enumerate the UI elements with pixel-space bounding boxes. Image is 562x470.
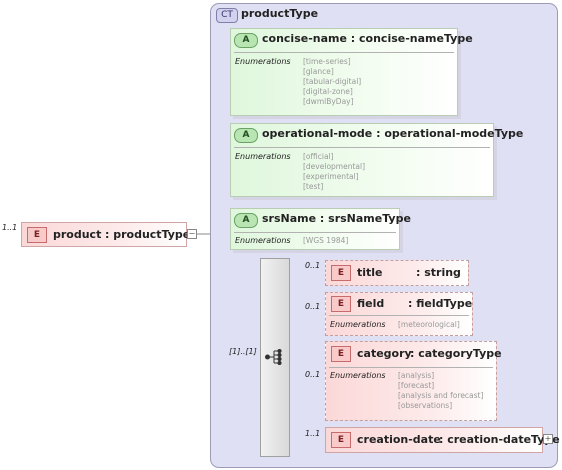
- enumerations-label: Enumerations: [235, 152, 291, 161]
- enumeration-values: [analysis] [forecast] [analysis and fore…: [398, 371, 483, 411]
- enumeration-values: [meteorological]: [398, 320, 460, 330]
- element-badge: E: [331, 432, 351, 448]
- element-name: product: [53, 228, 102, 241]
- sequence-multiplicity: [1]..[1]: [229, 347, 257, 356]
- element-creation-date[interactable]: E creation-date : creation-dateType: [325, 427, 560, 453]
- element-category[interactable]: E category : categoryType Enumerations […: [325, 341, 502, 421]
- attribute-badge: A: [234, 213, 258, 228]
- element-type: : string: [416, 266, 461, 279]
- element-type: : categoryType: [410, 347, 502, 360]
- expand-icon[interactable]: +: [543, 434, 553, 444]
- enumerations-label: Enumerations: [330, 320, 386, 329]
- element-badge: E: [27, 227, 47, 243]
- enum-value: [analysis]: [398, 371, 435, 380]
- enum-value: [digital-zone]: [303, 87, 353, 96]
- enum-value: [glance]: [303, 67, 334, 76]
- enumeration-values: [official] [developmental] [experimental…: [303, 152, 365, 192]
- sequence-icon: [265, 349, 282, 365]
- enum-value: [forecast]: [398, 381, 435, 390]
- enumeration-values: [WGS 1984]: [303, 236, 348, 246]
- element-name: creation-date: [357, 433, 441, 446]
- element-type: : fieldType: [408, 297, 473, 310]
- divider: [329, 367, 493, 368]
- divider: [234, 232, 396, 233]
- enum-value: [test]: [303, 182, 324, 191]
- element-type: : creation-dateType: [439, 433, 560, 446]
- creation-date-multiplicity: 1..1: [305, 429, 321, 438]
- category-multiplicity: 0..1: [305, 370, 321, 379]
- enum-value: [dwmlByDay]: [303, 97, 354, 106]
- enumerations-label: Enumerations: [235, 236, 291, 245]
- field-multiplicity: 0..1: [305, 302, 321, 311]
- element-title[interactable]: E title : string: [325, 260, 469, 286]
- root-element-product[interactable]: E product : productType: [21, 222, 191, 247]
- element-name: title: [357, 266, 383, 279]
- element-name: category: [357, 347, 412, 360]
- element-field[interactable]: E field : fieldType Enumerations [meteor…: [325, 292, 473, 336]
- element-badge: E: [331, 296, 351, 312]
- element-name: field: [357, 297, 385, 310]
- attribute-name: concise-name : concise-nameType: [262, 32, 473, 45]
- enum-value: [meteorological]: [398, 320, 460, 329]
- enum-value: [observations]: [398, 401, 453, 410]
- element-type: : productType: [105, 228, 191, 241]
- sequence-compositor[interactable]: [260, 258, 290, 457]
- attribute-badge: A: [234, 33, 258, 48]
- attribute-name: operational-mode : operational-modeType: [262, 127, 524, 140]
- divider: [234, 147, 490, 148]
- element-badge: E: [331, 346, 351, 362]
- attribute-concise-name[interactable]: A concise-name : concise-nameType Enumer…: [230, 28, 473, 116]
- enum-value: [WGS 1984]: [303, 236, 349, 245]
- enumeration-values: [time-series] [glance] [tabular-digital]…: [303, 57, 361, 107]
- title-multiplicity: 0..1: [305, 261, 321, 270]
- enum-value: [experimental]: [303, 172, 359, 181]
- complex-type-title: productType: [241, 7, 319, 20]
- enum-value: [tabular-digital]: [303, 77, 362, 86]
- enum-value: [time-series]: [303, 57, 351, 66]
- attribute-name: srsName : srsNameType: [262, 212, 411, 225]
- element-badge: E: [331, 265, 351, 281]
- divider: [329, 315, 469, 316]
- enumerations-label: Enumerations: [235, 57, 291, 66]
- enum-value: [official]: [303, 152, 334, 161]
- attribute-badge: A: [234, 128, 258, 143]
- complex-type-badge: CT: [216, 8, 238, 23]
- divider: [234, 52, 454, 53]
- enumerations-label: Enumerations: [330, 371, 386, 380]
- root-multiplicity: 1..1: [2, 223, 18, 232]
- enum-value: [analysis and forecast]: [398, 391, 484, 400]
- enum-value: [developmental]: [303, 162, 366, 171]
- attribute-srsName[interactable]: A srsName : srsNameType Enumerations [WG…: [230, 208, 411, 250]
- collapse-icon[interactable]: −: [187, 229, 197, 239]
- attribute-operational-mode[interactable]: A operational-mode : operational-modeTyp…: [230, 123, 523, 197]
